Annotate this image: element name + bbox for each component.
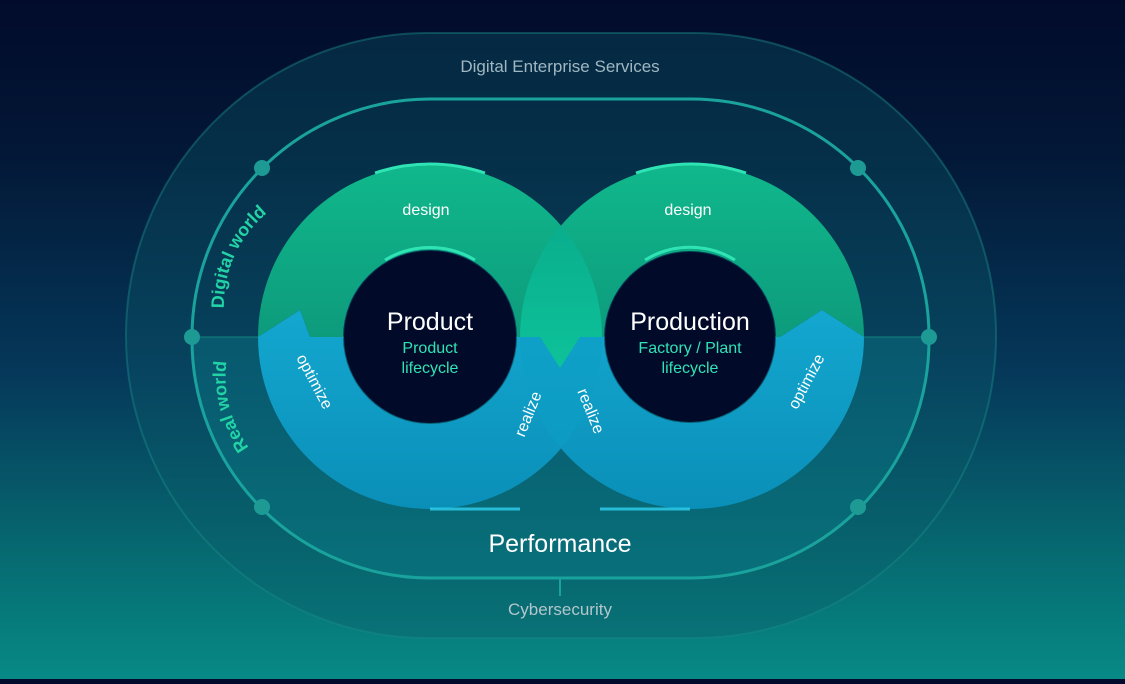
track-node-bottom-right bbox=[850, 499, 866, 515]
production-inner-accent-arc bbox=[644, 245, 736, 262]
cybersecurity-label: Cybersecurity bbox=[508, 600, 612, 619]
production-subtitle-line2: lifecycle bbox=[662, 360, 719, 377]
performance-label: Performance bbox=[488, 530, 631, 558]
product-title: Product bbox=[387, 308, 473, 336]
product-inner-accent-arc bbox=[384, 246, 476, 262]
product-outer-accent-arc bbox=[374, 162, 486, 175]
product-subtitle-line1: Product bbox=[402, 340, 458, 357]
product-subtitle-line2: lifecycle bbox=[402, 360, 459, 377]
track-node-top-right bbox=[850, 160, 866, 176]
track-node-left bbox=[184, 329, 200, 345]
enterprise-services-label: Digital Enterprise Services bbox=[460, 57, 659, 76]
product-core bbox=[344, 251, 516, 423]
track-node-top-left bbox=[254, 160, 270, 176]
production-core bbox=[605, 252, 775, 422]
track-node-bottom-left bbox=[254, 499, 270, 515]
product-design-label: design bbox=[402, 202, 449, 219]
production-outer-accent-arc bbox=[635, 162, 747, 175]
track-node-right bbox=[921, 329, 937, 345]
production-title: Production bbox=[630, 308, 750, 336]
production-design-label: design bbox=[664, 202, 711, 219]
production-subtitle-line1: Factory / Plant bbox=[638, 340, 742, 357]
